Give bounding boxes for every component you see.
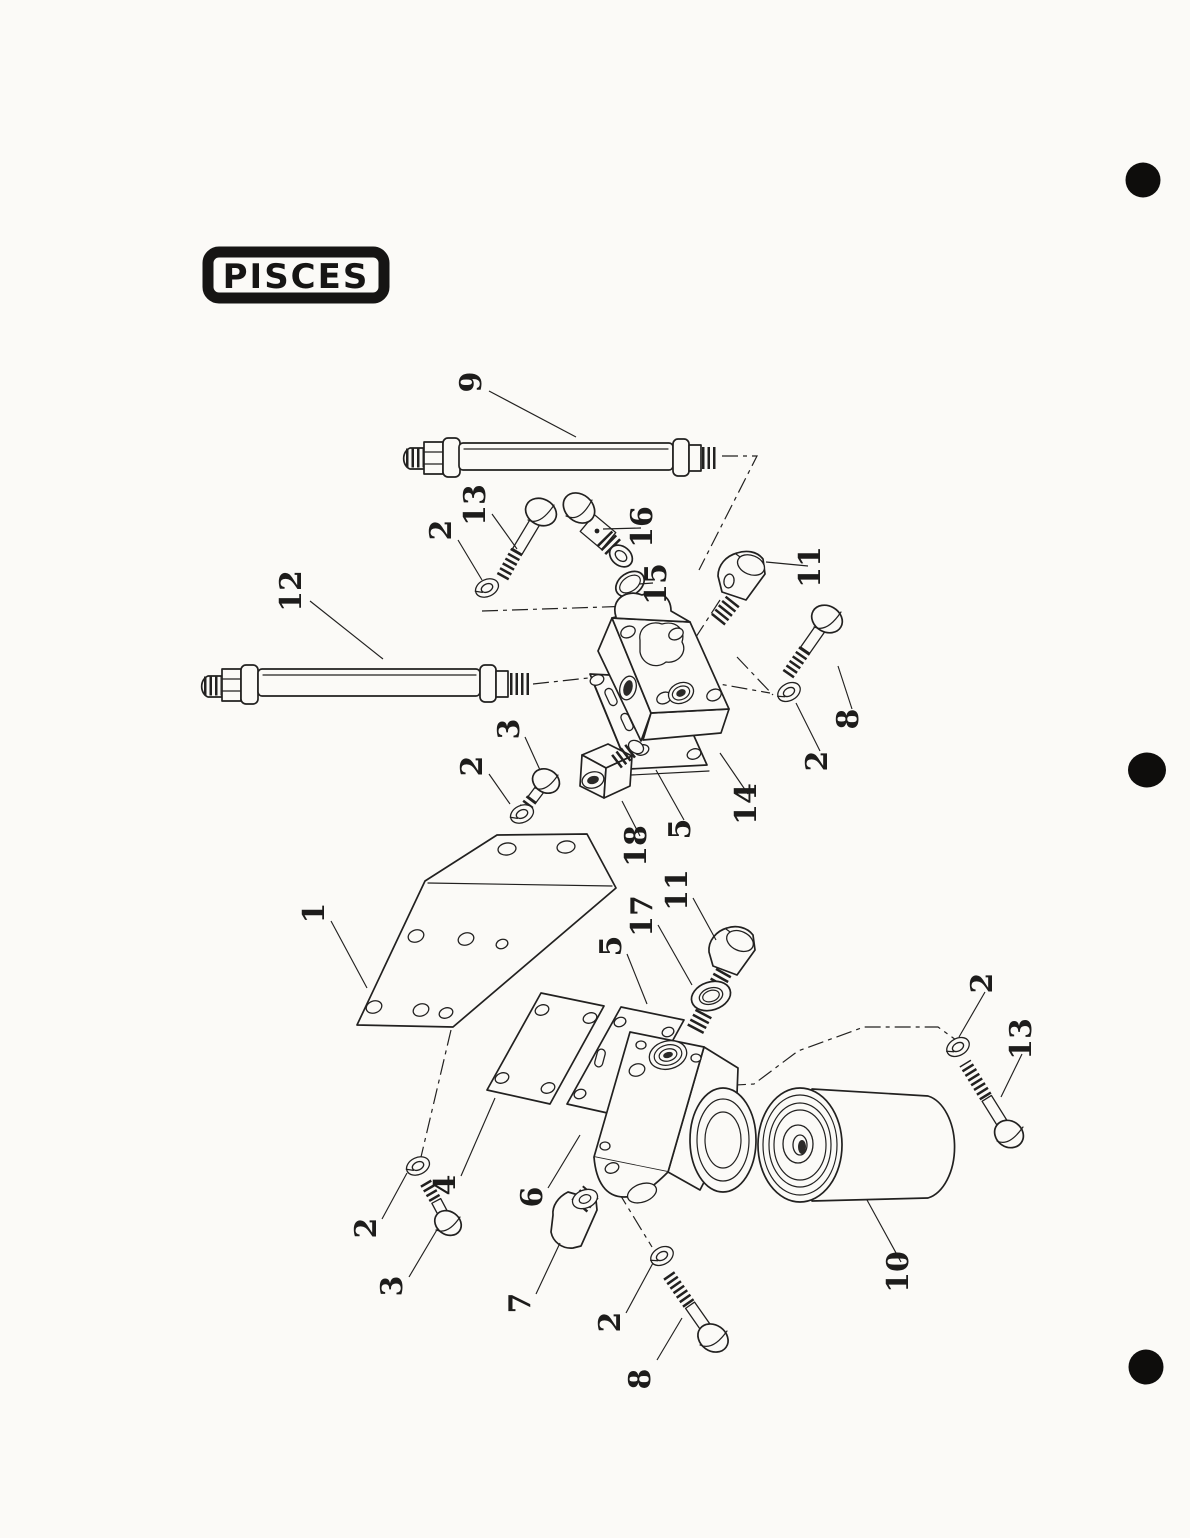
callout-5b: 5 [594,936,629,957]
part-hose-12 [200,664,530,705]
callout-1: 1 [297,903,332,924]
part-hose-9 [402,437,717,478]
callout-14: 14 [729,783,764,825]
part-valve-block-14 [597,591,730,742]
callout-10: 10 [881,1251,916,1293]
part-bracket-1 [356,833,617,1028]
callout-2d: 2 [349,1218,384,1239]
part-bolt-13-upper [496,497,558,582]
part-washer-2-mid [506,800,538,828]
part-plug-7 [550,1185,599,1249]
callout-2e: 2 [593,1312,628,1333]
part-filter-head-6 [593,1031,757,1204]
callout-12: 12 [274,570,309,612]
pisces-logo: PISCES [202,246,390,304]
part-bolt-13-right [959,1059,1025,1149]
part-filter-10 [757,1087,956,1203]
callout-13a: 13 [458,484,493,526]
callout-3b: 3 [375,1276,410,1297]
part-bolt-3-mid [518,767,561,815]
part-washer-2-right [942,1032,974,1062]
part-elbow-11-upper [710,550,766,627]
leader-lines [309,390,1023,1361]
callout-11b: 11 [660,869,695,911]
punch-mark-dots [1125,162,1166,1385]
part-fitting-16 [562,492,634,568]
callout-5a: 5 [663,819,698,840]
callout-6: 6 [515,1187,550,1208]
part-washer-2a [471,574,503,602]
callout-8b: 8 [623,1369,658,1390]
callout-15: 15 [639,563,674,605]
callout-labels: 9 13 2 16 15 11 12 8 2 14 5 18 3 2 1 11 … [274,372,1039,1390]
callout-7: 7 [503,1293,538,1314]
callout-2f: 2 [965,973,1000,994]
callout-18: 18 [619,825,654,867]
construction-lines [420,455,957,1248]
callout-2a: 2 [424,520,459,541]
callout-17: 17 [625,895,660,937]
callout-3a: 3 [492,719,527,740]
callout-8a: 8 [831,709,866,730]
part-bolt-3-bl [418,1176,463,1237]
part-bolt-8-right [781,604,844,680]
callout-4: 4 [428,1175,463,1196]
callout-2b: 2 [800,751,835,772]
callout-16: 16 [625,506,660,548]
callout-11a: 11 [793,546,828,588]
pisces-logo-text: PISCES [223,257,370,297]
part-fitting-18 [579,739,645,799]
callout-9: 9 [454,372,489,393]
callout-2c: 2 [455,756,490,777]
part-bolt-8-bottom [662,1270,729,1353]
part-cover-plate-4 [486,992,605,1105]
part-bushing-17 [687,980,732,1035]
callout-13b: 13 [1004,1018,1039,1060]
part-washer-2b [773,677,805,707]
